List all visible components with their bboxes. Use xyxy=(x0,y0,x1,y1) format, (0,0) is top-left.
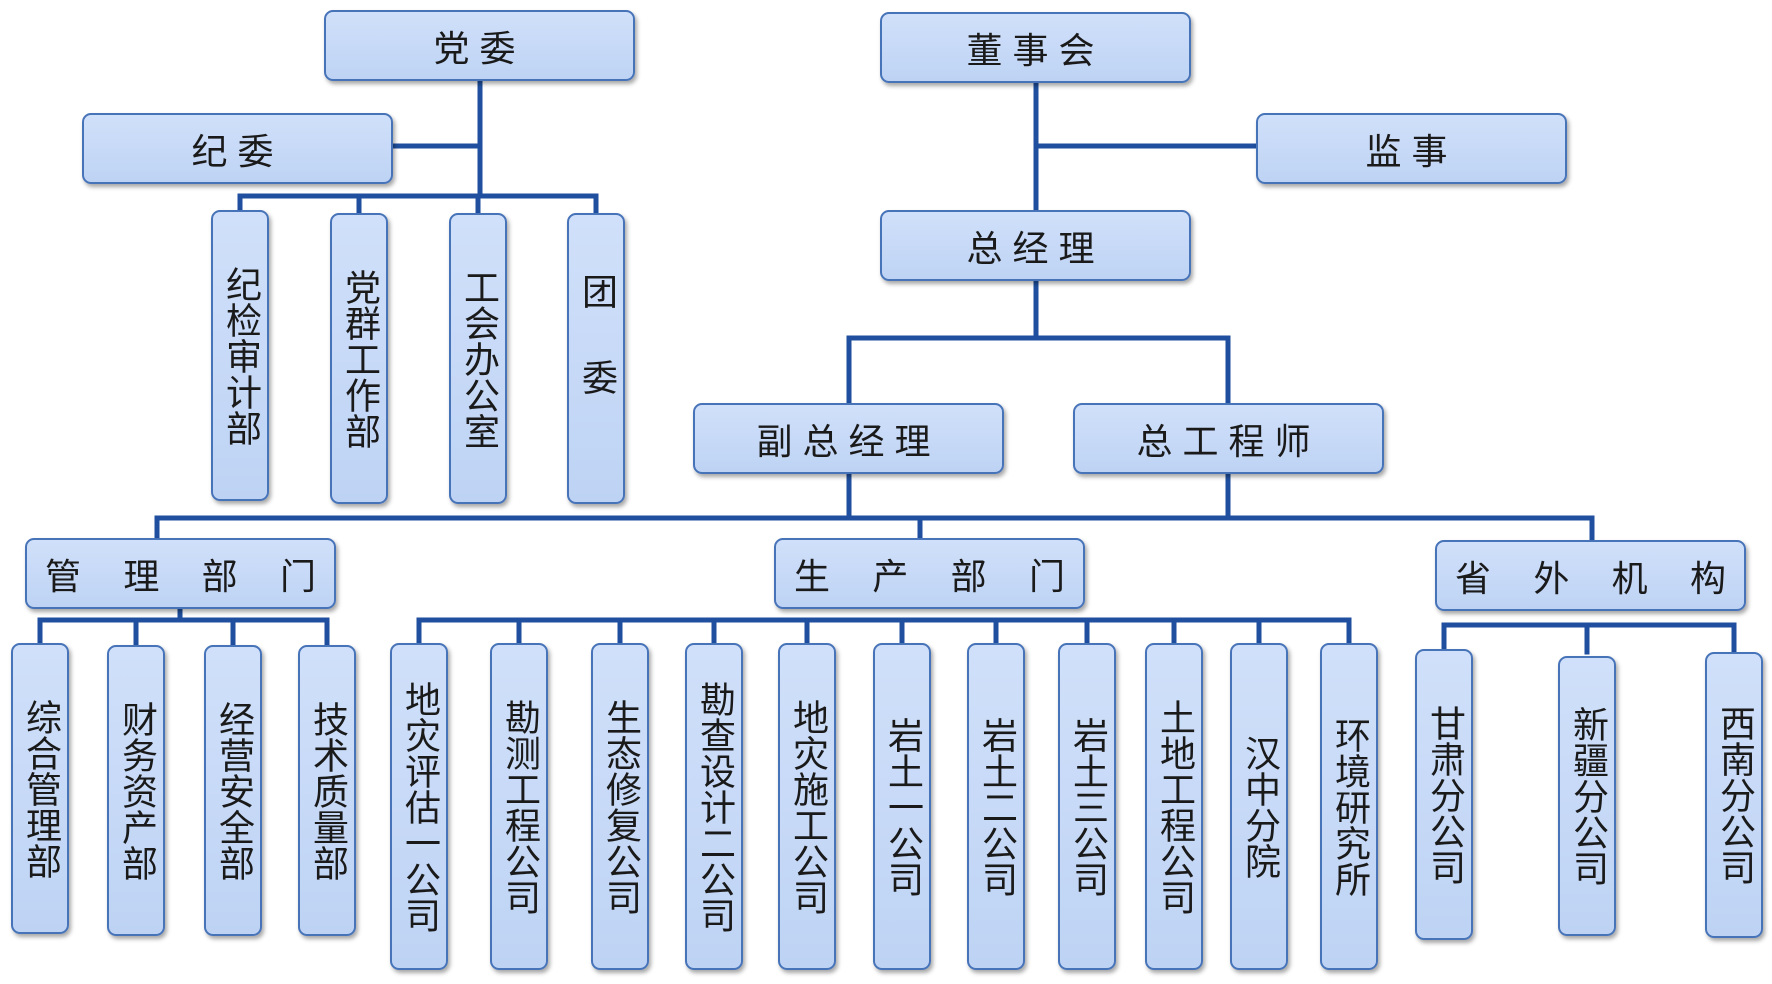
production-unit-box: 环境研究所 xyxy=(1320,643,1378,970)
production-unit-label: 岩土一公司 xyxy=(882,716,923,897)
production-unit-box: 勘测工程公司 xyxy=(490,643,548,970)
external-branches-label-char: 构 xyxy=(1689,558,1726,600)
management-unit-box: 财务资产部 xyxy=(107,645,165,936)
external-unit-box: 新疆分公司 xyxy=(1558,656,1616,936)
external-branches-label-char: 省 xyxy=(1455,558,1492,600)
production-unit-box: 岩土二公司 xyxy=(967,643,1025,970)
board-box: 董事会 xyxy=(880,12,1191,83)
management-unit-box: 经营安全部 xyxy=(204,645,262,936)
party-unit-box: 工会办公室 xyxy=(449,213,507,504)
production-dept-label-char: 生 xyxy=(794,556,831,598)
production-unit-box: 汉中分院 xyxy=(1230,643,1288,970)
external-unit-box: 西南分公司 xyxy=(1705,652,1763,938)
production-unit-label: 汉中分院 xyxy=(1239,734,1280,879)
production-unit-label: 勘测工程公司 xyxy=(499,698,540,915)
discipline-committee-label: 纪委 xyxy=(191,131,284,173)
chief-engineer-box: 总工程师 xyxy=(1073,403,1384,474)
supervisor-label: 监事 xyxy=(1365,131,1458,173)
party-unit-label: 纪检审计部 xyxy=(220,265,261,446)
external-unit-label: 新疆分公司 xyxy=(1567,706,1608,886)
production-unit-label: 勘查设计二公司 xyxy=(694,680,735,933)
management-unit-box: 技术质量部 xyxy=(298,645,356,936)
deputy-gm-label: 副总经理 xyxy=(756,421,941,463)
party-unit-label: 工会办公室 xyxy=(458,268,499,449)
supervisor-box: 监事 xyxy=(1256,113,1567,184)
party-unit-box: 党群工作部 xyxy=(330,213,388,504)
production-unit-label: 生态修复公司 xyxy=(600,698,641,915)
production-unit-box: 生态修复公司 xyxy=(591,643,649,970)
management-dept-box: 管 理 部 门 xyxy=(25,538,336,609)
party-unit-label: 党群工作部 xyxy=(339,268,380,449)
external-branches-label-char: 外 xyxy=(1533,558,1570,600)
external-unit-label: 甘肃分公司 xyxy=(1424,704,1465,885)
production-unit-box: 地灾评估一公司 xyxy=(390,643,448,970)
external-branches-label-char: 机 xyxy=(1611,558,1648,600)
production-dept-label-char: 门 xyxy=(1028,556,1065,598)
production-unit-label: 岩土三公司 xyxy=(1067,716,1108,897)
management-unit-box: 综合管理部 xyxy=(11,643,69,934)
production-dept-label-char: 产 xyxy=(872,556,909,598)
party-unit-box: 纪检审计部 xyxy=(211,210,269,501)
production-unit-box: 岩土一公司 xyxy=(873,643,931,970)
deputy-gm-box: 副总经理 xyxy=(693,403,1004,474)
party-unit-box: 团委 xyxy=(567,213,625,504)
production-unit-label: 地灾评估一公司 xyxy=(399,680,440,933)
board-label: 董事会 xyxy=(966,30,1105,72)
management-unit-label: 技术质量部 xyxy=(307,700,348,881)
management-unit-label: 经营安全部 xyxy=(213,700,254,881)
management-unit-label: 财务资产部 xyxy=(116,700,157,881)
management-dept-label-char: 门 xyxy=(279,556,316,598)
production-unit-box: 勘查设计二公司 xyxy=(685,643,743,970)
production-unit-box: 地灾施工公司 xyxy=(778,643,836,970)
management-dept-label-char: 管 xyxy=(45,556,82,598)
production-unit-label: 岩土二公司 xyxy=(976,716,1017,897)
external-branches-box: 省 外 机 构 xyxy=(1435,540,1746,611)
production-dept-box: 生 产 部 门 xyxy=(774,538,1085,609)
discipline-committee-box: 纪委 xyxy=(82,113,393,184)
external-unit-label: 西南分公司 xyxy=(1714,705,1755,885)
production-unit-box: 岩土三公司 xyxy=(1058,643,1116,970)
party-committee-label: 党委 xyxy=(433,28,526,70)
general-manager-box: 总经理 xyxy=(880,210,1191,281)
management-unit-label: 综合管理部 xyxy=(20,698,61,879)
general-manager-label: 总经理 xyxy=(966,228,1105,270)
party-committee-box: 党委 xyxy=(324,10,635,81)
production-unit-label: 土地工程公司 xyxy=(1154,698,1195,915)
management-dept-label-char: 理 xyxy=(123,556,160,598)
production-unit-label: 地灾施工公司 xyxy=(787,698,828,915)
production-unit-label: 环境研究所 xyxy=(1329,716,1370,897)
management-dept-label-char: 部 xyxy=(201,556,238,598)
chief-engineer-label: 总工程师 xyxy=(1136,421,1321,463)
external-unit-box: 甘肃分公司 xyxy=(1415,649,1473,940)
production-unit-box: 土地工程公司 xyxy=(1145,643,1203,970)
production-dept-label-char: 部 xyxy=(950,556,987,598)
party-unit-label: 团委 xyxy=(576,272,617,445)
